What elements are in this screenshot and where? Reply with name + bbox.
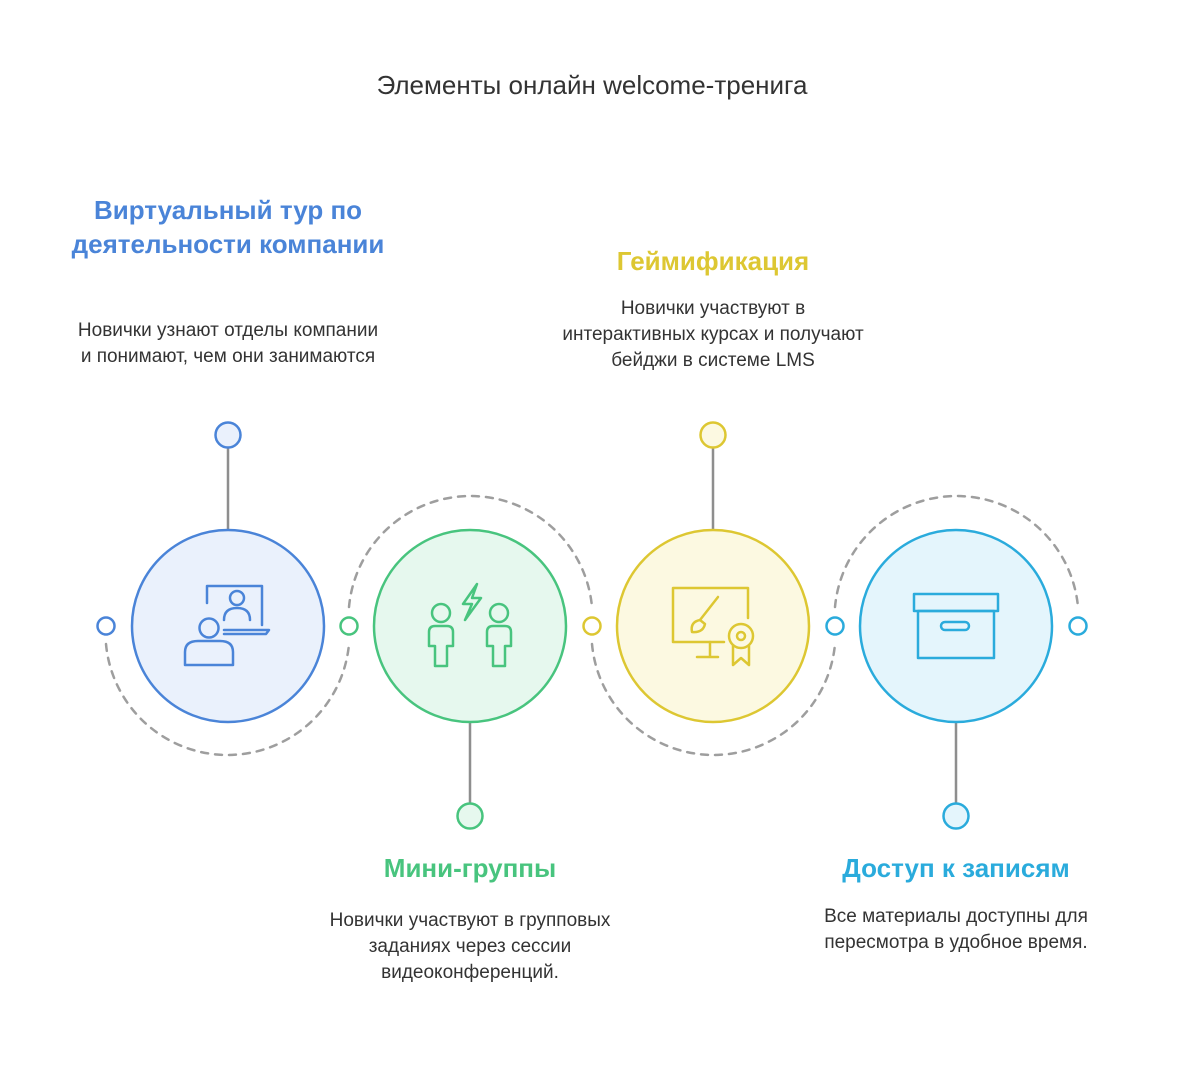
connector-dot-4 [942,802,970,830]
page-title: Элементы онлайн welcome-тренига [376,70,808,100]
side-dot-4 [825,616,845,636]
step-heading-2: Мини-группы [383,853,557,883]
step-description-2: Новички участвуют в групповых заданиях ч… [329,910,611,983]
step-heading-1: Виртуальный тур по деятельности компании [71,195,385,259]
step-circle-3 [615,528,811,724]
virtual-tour-icon [183,584,271,667]
step-description-3: Новички участвуют в интерактивных курсах… [562,298,864,371]
step-description-4: Все материалы доступны для пересмотра в … [824,906,1088,953]
side-dot-5 [1068,616,1088,636]
gamification-icon [671,586,755,667]
side-dot-3 [582,616,602,636]
step-description-1: Новички узнают отделы компании и понимаю… [77,320,379,367]
step-heading-3: Геймификация [616,246,810,276]
connector-dot-3 [699,421,727,449]
side-dot-1 [96,616,116,636]
step-circle-4 [858,528,1054,724]
vertical-connectors [226,448,958,803]
archive-box-icon [912,592,1000,660]
step-circle-1 [130,528,326,724]
step-circle-2 [372,528,568,724]
side-dot-2 [339,616,359,636]
connector-dot-1 [214,421,242,449]
connector-dot-2 [456,802,484,830]
mini-groups-icon [427,582,513,668]
step-heading-4: Доступ к записям [842,853,1070,883]
